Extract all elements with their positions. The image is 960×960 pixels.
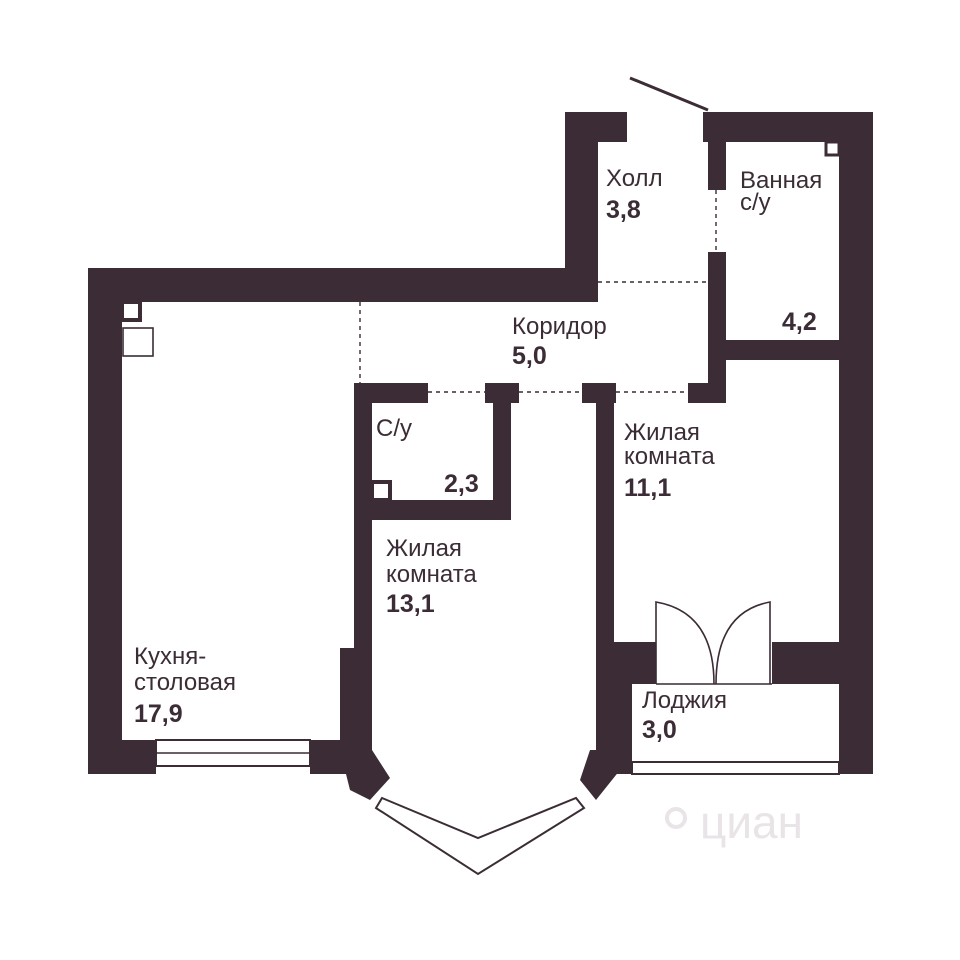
vent-shaft — [120, 300, 142, 322]
zone-boundaries — [359, 190, 717, 393]
bedroom2-label: Жилая — [386, 535, 462, 562]
kitchen-area: 17,9 — [134, 700, 183, 728]
watermark: циан — [665, 796, 803, 848]
hall-area: 3,8 — [606, 196, 641, 224]
walls — [88, 112, 873, 800]
entrance-door — [629, 76, 709, 112]
corridor-label: Коридор — [512, 313, 607, 340]
toilet-area: 2,3 — [444, 470, 479, 498]
loggia-glazing — [631, 761, 840, 775]
vent-shaft-2 — [370, 480, 392, 502]
kitchen-label: Кухня- — [134, 643, 206, 670]
bedroom1-label: Жилая — [624, 419, 700, 446]
toilet-label: С/у — [376, 415, 412, 442]
balcony-door — [655, 601, 772, 685]
bedroom2-area: 13,1 — [386, 590, 435, 618]
hall-label: Холл — [606, 165, 663, 192]
bedroom1-area: 11,1 — [624, 474, 671, 502]
bedroom2-label-2: комната — [386, 561, 477, 588]
loggia-label: Лоджия — [642, 687, 727, 714]
bathroom-label-2: с/у — [740, 189, 771, 216]
watermark-text: циан — [700, 796, 803, 848]
bathroom-area: 4,2 — [782, 308, 817, 336]
bay-window — [374, 796, 586, 876]
bathroom-label: Ванная — [740, 167, 822, 194]
kitchen-label-2: столовая — [134, 669, 236, 696]
sink-icon — [122, 327, 154, 357]
bedroom1-label-2: комната — [624, 443, 715, 470]
corridor-area: 5,0 — [512, 342, 547, 370]
loggia-area: 3,0 — [642, 716, 677, 744]
vent-shaft-3 — [824, 140, 841, 157]
